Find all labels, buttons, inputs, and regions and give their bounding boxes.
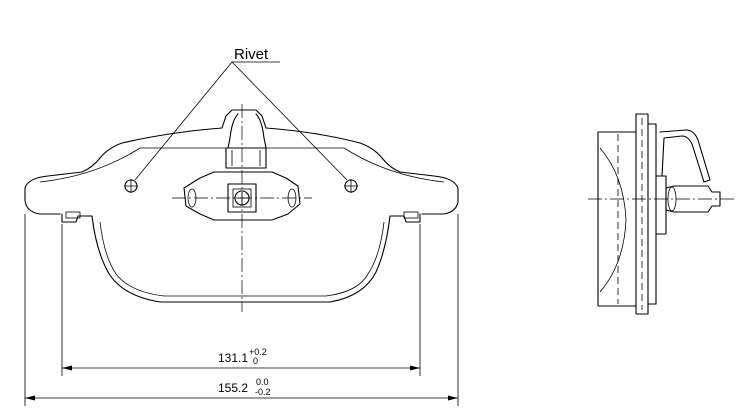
rivet-leader-line [134, 61, 348, 181]
inner-width-dimension: 131.1 +0.2 0 [61, 224, 421, 376]
backing-plate-outline [24, 109, 459, 215]
right-abutment-tab [403, 211, 419, 219]
side-friction-curve [599, 147, 627, 293]
side-backing-plate [635, 113, 649, 315]
friction-pad-outline [61, 213, 421, 303]
inner-width-tol-lower: 0 [253, 356, 258, 366]
outer-width-tol-upper: 0.0 [256, 377, 269, 387]
outer-width-value: 155.2 [218, 381, 248, 395]
right-rivet [344, 179, 358, 193]
side-plate-step [647, 123, 657, 305]
rivet-label: Rivet [234, 46, 269, 63]
side-friction-block [597, 131, 637, 307]
plate-inner-edge [39, 147, 445, 183]
side-sensor-plug [665, 185, 721, 213]
left-rivet [124, 179, 138, 193]
side-spring-clip [659, 129, 711, 183]
left-abutment-tab [65, 211, 81, 219]
side-spring-tab [655, 175, 667, 235]
side-view [588, 113, 734, 315]
outer-width-tol-lower: -0.2 [255, 387, 271, 397]
spring-clip [225, 113, 267, 169]
inner-width-tol-upper: +0.2 [249, 347, 267, 357]
inner-width-value: 131.1 [218, 351, 248, 365]
front-view: Rivet 131.1 +0.2 0 155.2 0.0 -0.2 [24, 46, 459, 406]
friction-pad-inner [99, 221, 385, 297]
outer-width-dimension: 155.2 0.0 -0.2 [24, 214, 459, 406]
